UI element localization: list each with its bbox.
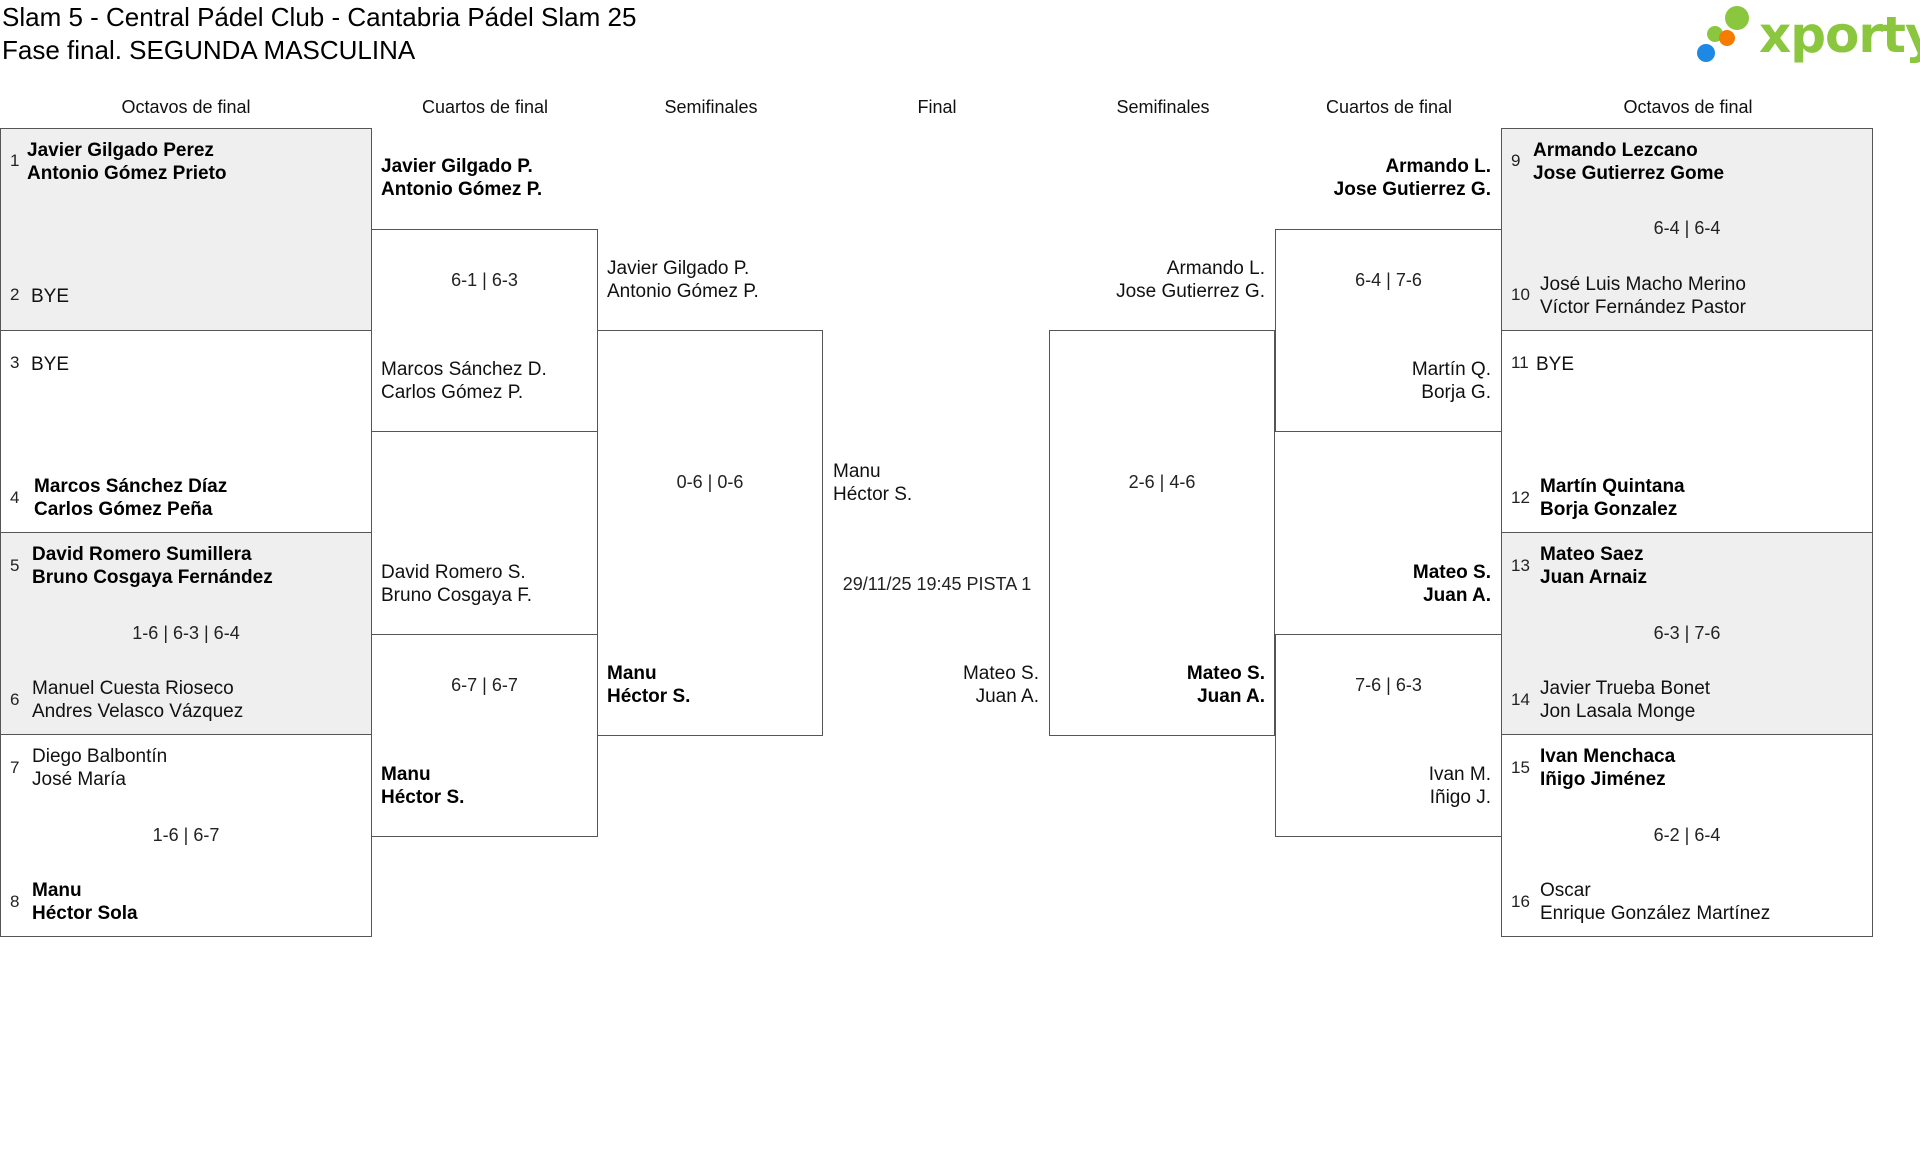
qf-match-3[interactable] [1275, 229, 1502, 432]
match-score: 6-7 | 6-7 [451, 675, 518, 695]
seed-number: 13 [1511, 556, 1530, 575]
round-heading-right-sf: Semifinales [1116, 97, 1210, 117]
match-score: 6-4 | 7-6 [1355, 270, 1422, 290]
qf-team-name: Armando L.Jose Gutierrez G. [1333, 156, 1491, 200]
r16-match-4[interactable] [0, 734, 372, 937]
r16-match-7[interactable] [1501, 532, 1873, 735]
round-heading-left-r16: Octavos de final [121, 97, 251, 117]
r16-match-6[interactable] [1501, 330, 1873, 533]
r16-match-8[interactable] [1501, 734, 1873, 937]
seed-number: 10 [1511, 285, 1530, 304]
qf-team-name: Martín Q.Borja G. [1411, 359, 1491, 403]
logo-wordmark: xporty [1759, 6, 1920, 64]
final-schedule: 29/11/25 19:45 PISTA 1 [842, 574, 1032, 594]
round-heading-final: Final [917, 97, 957, 117]
sf-team-name: Mateo S.Juan A. [1186, 663, 1265, 707]
qf-team-name: Javier Gilgado P.Antonio Gómez P. [381, 156, 543, 200]
tournament-title: Slam 5 - Central Pádel Club - Cantabria … [2, 2, 637, 32]
round-heading-left-qf: Cuartos de final [421, 97, 549, 117]
round-heading-left-sf: Semifinales [664, 97, 758, 117]
seed-number: 5 [10, 556, 20, 575]
team-name: BYE [31, 286, 70, 307]
qf-team-name: Mateo S.Juan A. [1412, 562, 1491, 606]
match-score: 6-4 | 6-4 [1653, 218, 1721, 238]
match-score: 1-6 | 6-7 [152, 825, 220, 845]
sf-match-right[interactable] [1049, 330, 1275, 736]
r16-match-5[interactable] [1501, 128, 1873, 331]
match-score: 6-2 | 6-4 [1653, 825, 1721, 845]
match-score: 2-6 | 4-6 [1128, 472, 1196, 492]
seed-number: 2 [10, 285, 20, 304]
seed-number: 8 [10, 892, 20, 911]
qf-team-name: Ivan M.Iñigo J. [1428, 764, 1491, 808]
final-team-name: Mateo S.Juan A. [962, 663, 1039, 707]
qf-team-name: David Romero S.Bruno Cosgaya F. [381, 562, 533, 606]
xporty-logo: xporty [1695, 4, 1920, 70]
logo-green-dot-icon [1725, 6, 1749, 30]
qf-match-2[interactable] [371, 634, 598, 837]
team-name: BYE [31, 354, 70, 375]
match-score: 0-6 | 0-6 [676, 472, 744, 492]
match-score: 1-6 | 6-3 | 6-4 [132, 623, 240, 643]
r16-match-3[interactable] [0, 532, 372, 735]
r16-match-2[interactable] [0, 330, 372, 533]
match-score: 6-1 | 6-3 [451, 270, 518, 290]
seed-number: 6 [10, 690, 20, 709]
round-heading-right-r16: Octavos de final [1623, 97, 1753, 117]
sf-team-name: Javier Gilgado P.Antonio Gómez P. [607, 258, 759, 302]
qf-match-1[interactable] [371, 229, 598, 432]
seed-number: 16 [1511, 892, 1530, 911]
seed-number: 3 [10, 353, 20, 372]
sf-team-name: Armando L.Jose Gutierrez G. [1116, 258, 1265, 302]
phase-subtitle: Fase final. SEGUNDA MASCULINA [2, 35, 416, 65]
qf-team-name: Marcos Sánchez D.Carlos Gómez P. [381, 359, 547, 403]
logo-blue-dot-icon [1697, 44, 1715, 62]
match-score: 7-6 | 6-3 [1355, 675, 1422, 695]
seed-number: 14 [1511, 690, 1530, 709]
team-name: BYE [1536, 354, 1575, 375]
seed-number: 11 [1511, 353, 1529, 372]
match-score: 6-3 | 7-6 [1653, 623, 1721, 643]
seed-number: 9 [1511, 151, 1521, 170]
seed-number: 7 [10, 758, 20, 777]
qf-match-4[interactable] [1275, 634, 1502, 837]
seed-number: 4 [10, 488, 20, 507]
logo-orange-dot-icon [1719, 30, 1735, 46]
round-heading-right-qf: Cuartos de final [1325, 97, 1453, 117]
seed-number: 12 [1511, 488, 1530, 507]
seed-number: 15 [1511, 758, 1530, 777]
seed-number: 1 [10, 151, 20, 170]
sf-match-left[interactable] [597, 330, 823, 736]
